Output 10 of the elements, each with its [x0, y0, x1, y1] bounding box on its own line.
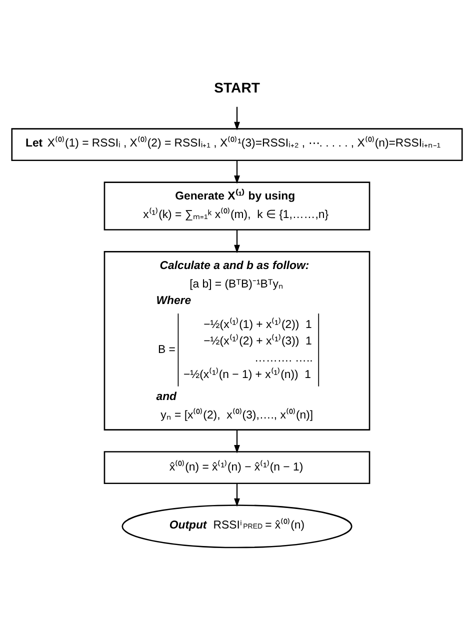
arrow: [234, 230, 240, 254]
arrow: [234, 483, 240, 507]
arrow: [234, 160, 240, 184]
node-box: x̂⁽⁰⁾(n) = x̂⁽¹⁾(n) − x̂⁽¹⁾(n − 1): [104, 451, 370, 484]
arrow: [234, 430, 240, 454]
node-box: Generate X⁽¹⁾ by using x⁽¹⁾(k) = ∑ₘ₌₁ᵏ x⁽⁰⁾(m), k ∈ {1,……,n}: [104, 182, 370, 230]
node-text: START: [214, 80, 260, 96]
node-box: Let X⁽⁰⁾(1) = RSSIᵢ , X⁽⁰⁾(2) = RSSIᵢ₊₁ , X⁽⁰⁾¹(3)=RSSIᵢ₊₂ , ⋯. . . . . , X⁽⁰⁾(n)=RSSIᵢ₊ₙ₋₁: [11, 128, 463, 162]
arrow: [234, 106, 240, 130]
node-box: Calculate a and b as follow: [a b] = (BᵀB)⁻¹Bᵀyₙ Where B = −½(x⁽¹⁾(1) + x⁽¹⁾(2)) 1 −½(x⁽¹⁾(2) + x⁽¹⁾(3)) 1 ………. ….. −½(x⁽¹⁾(n − 1) + x⁽¹⁾(n)) 1 and yₙ = [x⁽⁰⁾(2), x⁽⁰⁾(3),…., x⁽⁰⁾(n)]: [104, 251, 370, 430]
